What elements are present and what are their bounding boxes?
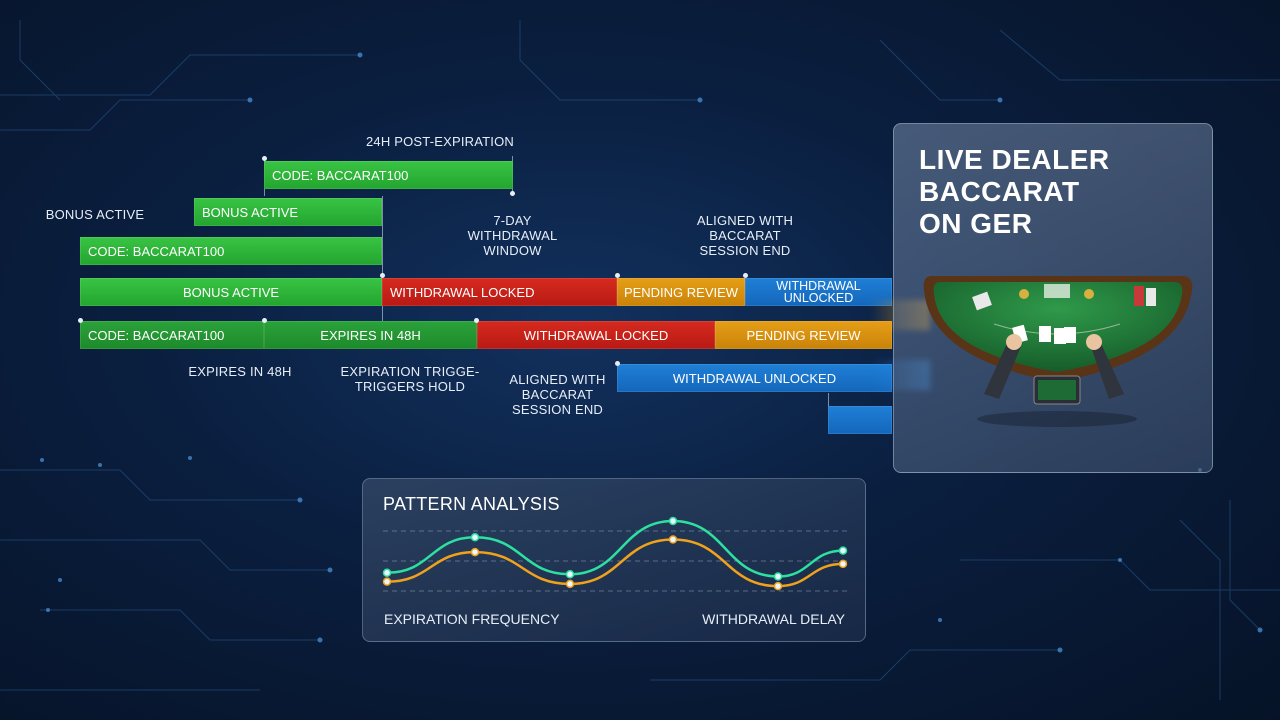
timeline-dot — [743, 273, 748, 278]
row2-withdrawal-locked: WITHDRAWAL LOCKED — [477, 321, 715, 349]
pattern-title: PATTERN ANALYSIS — [383, 494, 560, 514]
row1-withdrawal-locked: WITHDRAWAL LOCKED — [382, 278, 617, 306]
live-dealer-panel: LIVE DEALER BACCARAT ON GER — [893, 123, 1213, 473]
timeline-dot — [615, 361, 620, 366]
aligned-session-end-label: ALIGNED WITH BACCARAT SESSION END — [696, 213, 794, 258]
baccarat-table-icon — [923, 276, 1193, 427]
series-point-1-3 — [668, 535, 678, 544]
timeline-dot — [615, 273, 620, 278]
pattern-chart — [382, 516, 848, 592]
series-point-1-2 — [565, 579, 575, 589]
aligned-session-end-label-bottom: ALIGNED WITH BACCARAT SESSION END — [509, 372, 606, 417]
series-point-1-5 — [838, 559, 848, 569]
post-expiration-label: 24H POST-EXPIRATION — [365, 134, 515, 149]
series-point-0-3 — [668, 516, 678, 526]
row1-withdrawal-unlocked: WITHDRAWAL UNLOCKED — [745, 278, 892, 306]
timeline-tick — [382, 196, 383, 336]
pattern-analysis-panel: PATTERN ANALYSIS EXPIRATION FREQUENCY WI… — [362, 478, 866, 642]
timeline-dot — [510, 191, 515, 196]
row4-unlocked-stub — [828, 406, 892, 434]
expiration-trigger-label: EXPIRATION TRIGGE- TRIGGERS HOLD — [340, 364, 480, 394]
row2-expires-48h: EXPIRES IN 48H — [264, 321, 477, 349]
row2-code: CODE: BACCARAT100 — [80, 321, 264, 349]
legend-withdrawal-delay: WITHDRAWAL DELAY — [702, 611, 845, 627]
series-point-1-0 — [382, 577, 392, 586]
legend-expiration-frequency: EXPIRATION FREQUENCY — [384, 611, 560, 627]
row2-pending-review: PENDING REVIEW — [715, 321, 892, 349]
code-bar-top: CODE: BACCARAT100 — [264, 161, 513, 189]
series-point-0-0 — [382, 568, 392, 578]
bonus-active-bar: BONUS ACTIVE — [194, 198, 382, 226]
series-point-1-1 — [470, 547, 480, 557]
row3-withdrawal-unlocked: WITHDRAWAL UNLOCKED — [617, 364, 892, 392]
withdrawal-window-label: 7-DAY WITHDRAWAL WINDOW — [467, 213, 558, 258]
timeline-dot — [380, 273, 385, 278]
timeline-dot — [474, 318, 479, 323]
dealer-title: LIVE DEALER BACCARAT ON GER — [919, 144, 1110, 239]
expires-48h-label: EXPIRES IN 48H — [188, 364, 292, 379]
series-point-0-1 — [470, 533, 480, 542]
series-point-0-4 — [773, 572, 783, 581]
code-bar-mid: CODE: BACCARAT100 — [80, 237, 382, 265]
series-point-0-2 — [565, 570, 575, 579]
timeline-dot — [78, 318, 83, 323]
timeline-dot — [262, 156, 267, 161]
timeline-tick — [828, 393, 829, 407]
timeline-dot — [262, 318, 267, 323]
series-point-1-4 — [773, 581, 783, 591]
series-line-1 — [386, 538, 844, 588]
row1-pending-review: PENDING REVIEW — [617, 278, 745, 306]
bonus-active-label: BONUS ACTIVE — [45, 207, 145, 222]
series-point-0-5 — [838, 546, 848, 555]
row1-bonus-active: BONUS ACTIVE — [80, 278, 382, 306]
